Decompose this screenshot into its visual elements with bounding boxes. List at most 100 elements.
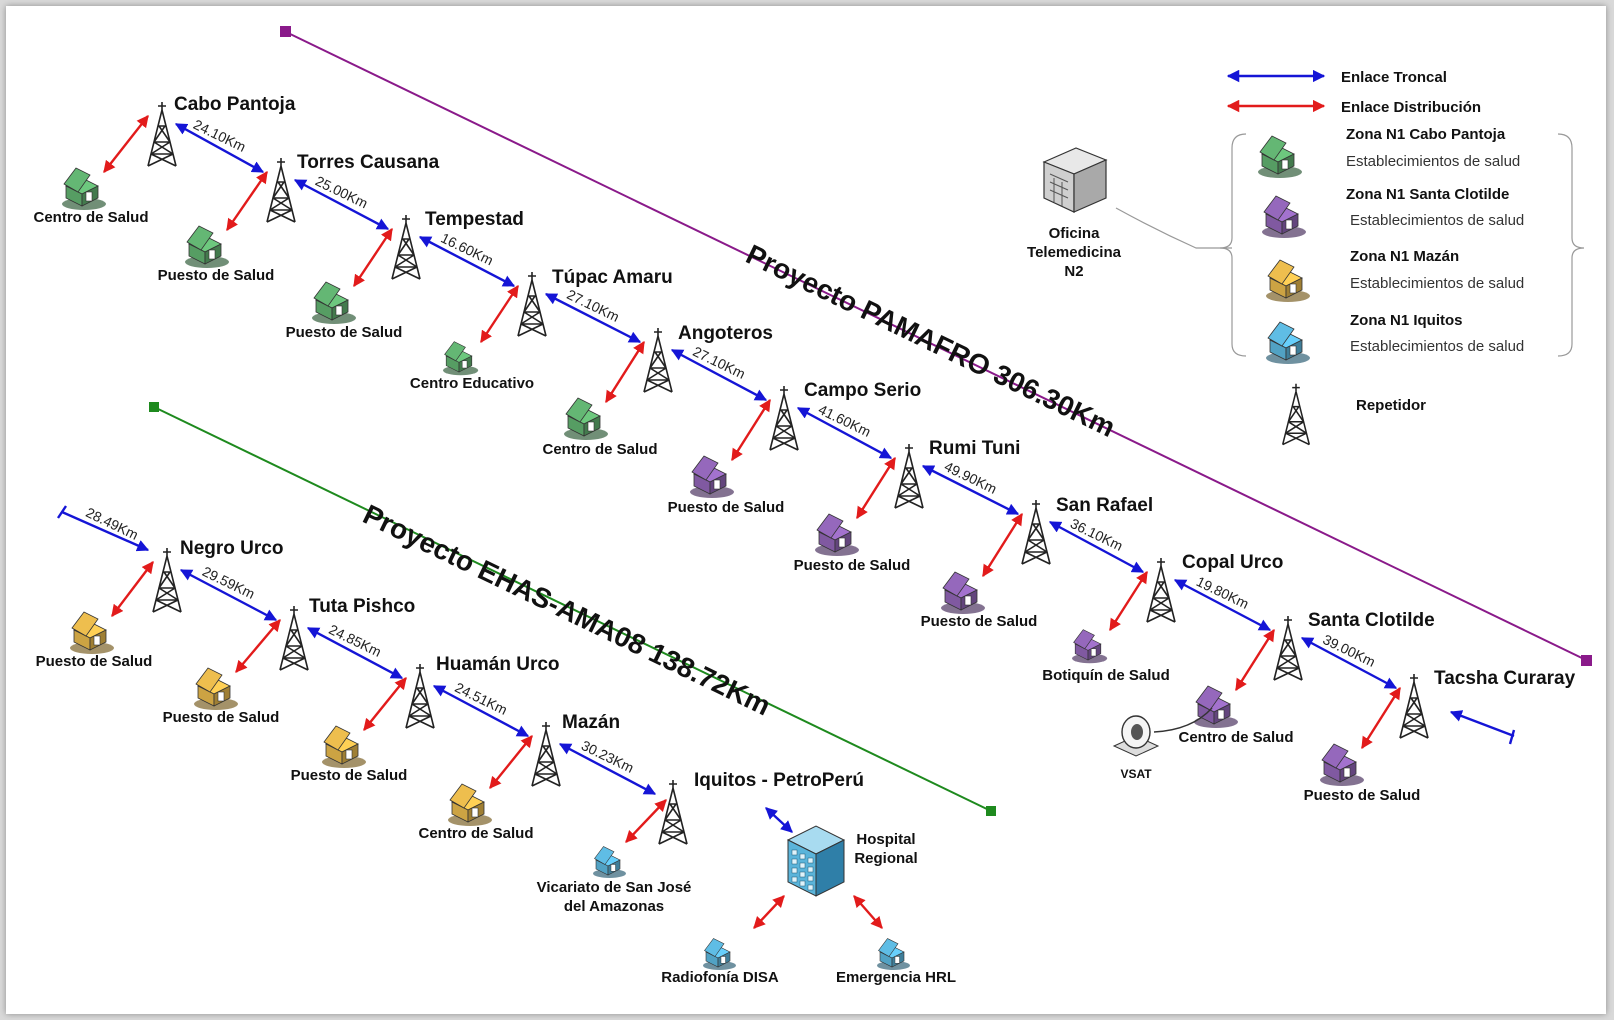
pamafro-site-label-4: Túpac Amaru <box>552 267 673 288</box>
legend-zone-iquitos-subtitle: Establecimientos de salud <box>1350 338 1524 355</box>
ehas-facility-icon-3 <box>322 725 366 768</box>
ehas-lead-distance: 28.49Km <box>83 504 140 543</box>
tower-legs <box>279 613 309 671</box>
ehas-distribution-link-1 <box>111 561 154 617</box>
pamafro-trunk-link-8 <box>1048 520 1145 574</box>
pamafro-title: Proyecto PAMAFRO 306.30Km <box>741 238 1120 442</box>
ehas-site-label-4: Mazán <box>562 712 620 733</box>
pamafro-tower-10 <box>1273 616 1303 681</box>
pamafro-distribution-link-8 <box>981 512 1024 578</box>
tower-lattice <box>643 351 673 393</box>
house-roof <box>1263 195 1291 221</box>
tower-antenna <box>542 722 550 730</box>
ehas-tower-4 <box>531 722 561 787</box>
legend-zone-clotilde-title: Zona N1 Santa Clotilde <box>1346 186 1509 203</box>
tower-antenna <box>163 548 171 556</box>
house-roof <box>186 225 214 251</box>
pamafro-facility-icon-8 <box>941 571 985 614</box>
tower-lattice <box>391 238 421 280</box>
ehas-facility-label-3: Puesto de Salud <box>291 767 408 784</box>
tower-antenna <box>277 158 285 166</box>
legend-zone-icon-3 <box>1266 259 1310 302</box>
pamafro-site-label-1: Cabo Pantoja <box>174 94 296 115</box>
tower-lattice <box>279 629 309 671</box>
emergency-hrl-link <box>853 895 883 929</box>
ehas-distribution-link-4 <box>489 735 533 789</box>
hospital-side <box>815 839 845 897</box>
legend-zone-brace <box>1219 133 1247 357</box>
pamafro-facility-label-4: Centro Educativo <box>410 375 534 392</box>
pamafro-facility-label-8: Puesto de Salud <box>921 613 1038 630</box>
network-diagram: Proyecto PAMAFRO 306.30Km Proyecto EHAS-… <box>33 26 1592 986</box>
vicariato-link <box>625 799 667 843</box>
house-roof <box>71 611 99 637</box>
house-roof <box>878 938 899 957</box>
ehas-facility-label-4: Centro de Salud <box>418 825 533 842</box>
radio-disa-label: Radiofonía DISA <box>661 969 779 986</box>
house-door <box>471 807 479 818</box>
hospital-window <box>799 862 806 869</box>
pamafro-facility-label-11: Puesto de Salud <box>1304 787 1421 804</box>
house-roof <box>1259 135 1287 161</box>
vicariato-icon <box>593 846 626 878</box>
ehas-trunk-link-4 <box>558 742 657 796</box>
pamafro-site-label-2: Torres Causana <box>297 152 440 173</box>
house-roof <box>449 783 477 809</box>
house-door <box>208 249 216 260</box>
emergency-hrl-label: Emergencia HRL <box>836 969 956 986</box>
ehas-facility-icon-2 <box>194 667 238 710</box>
pamafro-distribution-link-10 <box>1234 628 1276 692</box>
vsat-cable <box>1153 707 1213 733</box>
house-roof <box>313 281 341 307</box>
house-roof <box>704 938 725 957</box>
tower-legs <box>658 787 688 845</box>
office-label-line3: N2 <box>1064 263 1083 280</box>
pamafro-trunk-link-3 <box>418 235 516 288</box>
pamafro-tower-11 <box>1399 674 1429 739</box>
legend-zone-icon-4 <box>1266 321 1310 364</box>
ehas-site-label-3: Huamán Urco <box>436 654 560 675</box>
tower-antenna <box>1032 500 1040 508</box>
tower-antenna <box>1284 616 1292 624</box>
tower-antenna <box>905 444 913 452</box>
server-side <box>1073 159 1107 213</box>
tower-legs <box>1021 507 1051 565</box>
pamafro-site-label-7: Rumi Tuni <box>929 438 1020 459</box>
legend-zone-brace-right <box>1557 133 1585 357</box>
pamafro-distribution-link-4 <box>479 284 520 344</box>
pamafro-facility-label-5: Centro de Salud <box>542 441 657 458</box>
legend-zone-clotilde-subtitle: Establecimientos de salud <box>1350 212 1524 229</box>
office-connector <box>1115 207 1232 249</box>
pamafro-distribution-link-7 <box>855 456 897 520</box>
telemedicine-office: Oficina Telemedicina N2 <box>1027 207 1232 280</box>
hospital-window <box>799 853 806 860</box>
ehas-line-start <box>149 402 159 412</box>
ehas-site-label-5: Iquitos - PetroPerú <box>694 770 864 791</box>
pamafro-facility-label-1: Centro de Salud <box>33 209 148 226</box>
house-door <box>85 191 93 202</box>
emergency-hrl-icon <box>877 938 910 970</box>
pamafro-trunk-link-10 <box>1300 636 1398 690</box>
legend-zone-icon-1 <box>1258 135 1302 178</box>
house-roof <box>195 667 223 693</box>
tower-legs <box>517 279 547 337</box>
pamafro-line-end <box>1581 655 1592 666</box>
house-door <box>964 595 972 606</box>
house-roof <box>1267 321 1295 347</box>
hospital-label-line1: Hospital <box>856 831 915 848</box>
legend-zone-cabo-title: Zona N1 Cabo Pantoja <box>1346 126 1506 143</box>
pamafro-tower-5 <box>643 328 673 393</box>
legend-zone-mazan-subtitle: Establecimientos de salud <box>1350 275 1524 292</box>
house-roof <box>594 846 615 865</box>
tower-antenna <box>669 780 677 788</box>
ehas-distribution-link-3 <box>363 677 407 731</box>
tower-legs <box>405 671 435 729</box>
ehas-trunk-link-1 <box>179 568 278 622</box>
tower-lattice <box>1273 639 1303 681</box>
tower-antenna <box>654 328 662 336</box>
tower-antenna <box>416 664 424 672</box>
ehas-site-label-2: Tuta Pishco <box>309 596 415 617</box>
legend-repeater-label: Repetidor <box>1356 397 1426 414</box>
hospital-window <box>807 884 814 891</box>
